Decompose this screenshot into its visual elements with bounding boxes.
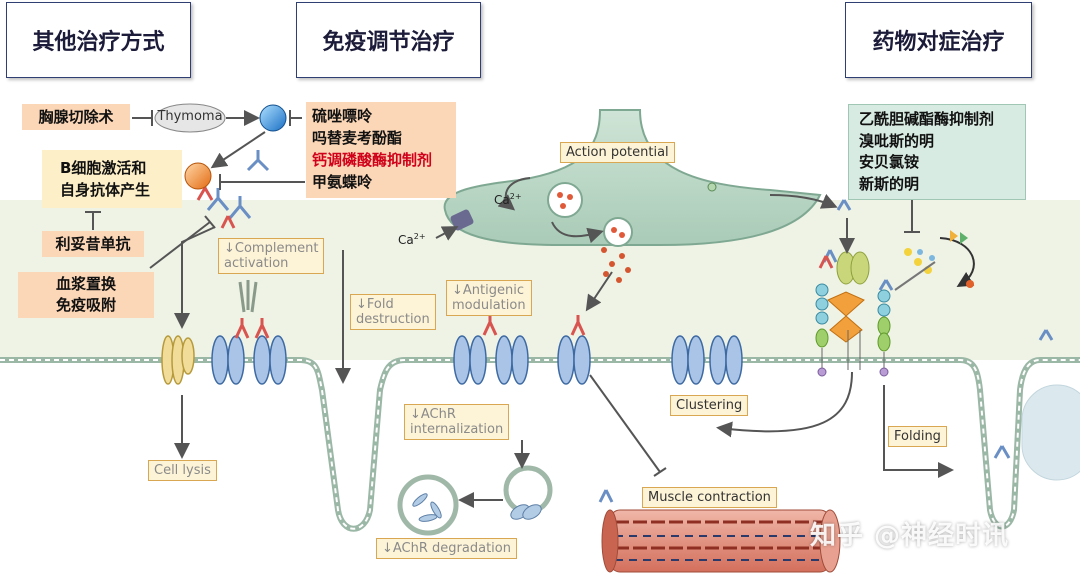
thymoma-label: Thymoma: [157, 109, 223, 124]
fold-line-1: ↓Fold: [356, 297, 394, 312]
t-cell: [259, 104, 287, 132]
symptomatic-drug-item: 新斯的明: [859, 174, 920, 193]
immuno-drug-item: 甲氨蝶呤: [312, 173, 373, 191]
antigenic-modulation-label: ↓Antigenic modulation: [446, 280, 532, 316]
synaptic-vesicles: [547, 182, 717, 247]
achr-internalization-label: ↓AChR internalization: [404, 404, 510, 440]
complement-complex: [161, 335, 195, 385]
achr-receptors: [211, 335, 743, 385]
plasma-line-2: 免疫吸附: [55, 296, 116, 314]
header-immunomodulation: 免疫调节治疗: [296, 2, 481, 78]
plasma-exchange-box: 血浆置换 免疫吸附: [18, 272, 154, 318]
antigenic-line-1: ↓Antigenic: [452, 283, 524, 298]
immuno-drug-item: 钙调磷酸酶抑制剂: [312, 151, 433, 169]
thymoma: [154, 103, 226, 133]
complement-activation-label: ↓Complement activation: [218, 238, 325, 274]
muscle-fiber: [601, 509, 841, 573]
header-symptomatic-treatment: 药物对症治疗: [845, 2, 1032, 78]
immuno-drug-list: 硫唑嘌呤 吗替麦考酚酯 钙调磷酸酶抑制剂 甲氨蝶呤: [306, 102, 456, 198]
cell-lysis-label: Cell lysis: [148, 460, 217, 481]
calcium-channel: [450, 209, 474, 231]
nerve-terminal: [443, 109, 822, 246]
achr-degradation-label: ↓AChR degradation: [376, 538, 517, 559]
symptomatic-drug-item: 乙酰胆碱酯酶抑制剂: [859, 110, 995, 128]
internalization-line-2: internalization: [410, 422, 504, 437]
symptomatic-drug-item: 安贝氯铵: [859, 153, 920, 171]
clustering-label: Clustering: [670, 395, 749, 416]
ach-released: [601, 247, 631, 283]
fold-destruction-label: ↓Fold destruction: [350, 294, 436, 330]
musk-complex: [815, 251, 891, 377]
b-cell: [184, 162, 212, 190]
antibodies: [234, 315, 586, 339]
rituximab-box: 利妥昔单抗: [42, 231, 144, 257]
watermark: 知乎 @神经时讯: [810, 521, 1010, 551]
calcium-label-lower: Ca2+: [398, 232, 426, 247]
header-other-treatments: 其他治疗方式: [6, 2, 191, 78]
action-potential-label: Action potential: [560, 142, 675, 163]
complement-line-2: activation: [224, 256, 289, 271]
antigenic-line-2: modulation: [452, 298, 526, 313]
thymectomy-box: 胸腺切除术: [22, 104, 130, 130]
muscle-contraction-label: Muscle contraction: [642, 487, 777, 508]
symptomatic-drug-item: 溴吡斯的明: [859, 131, 935, 150]
calcium-label-upper: Ca2+: [494, 192, 522, 207]
plasma-line-1: 血浆置换: [55, 275, 116, 293]
bcell-line-1: B细胞激活和: [60, 159, 147, 177]
ache-molecule: [894, 230, 975, 291]
fold-line-2: destruction: [356, 312, 430, 327]
internalization-line-1: ↓AChR: [410, 407, 456, 422]
muscle-nucleus: [1021, 384, 1080, 481]
symptomatic-drug-list: 乙酰胆碱酯酶抑制剂 溴吡斯的明 安贝氯铵 新斯的明: [848, 104, 1026, 200]
immuno-drug-item: 吗替麦考酚酯: [312, 129, 403, 147]
complement-line-1: ↓Complement: [224, 241, 319, 256]
bcell-line-2: 自身抗体产生: [60, 181, 151, 199]
complement-stalk: [238, 280, 258, 313]
immuno-drug-item: 硫唑嘌呤: [312, 107, 373, 125]
folding-label: Folding: [888, 426, 947, 447]
bcell-activation-box: B细胞激活和 自身抗体产生: [42, 150, 182, 208]
